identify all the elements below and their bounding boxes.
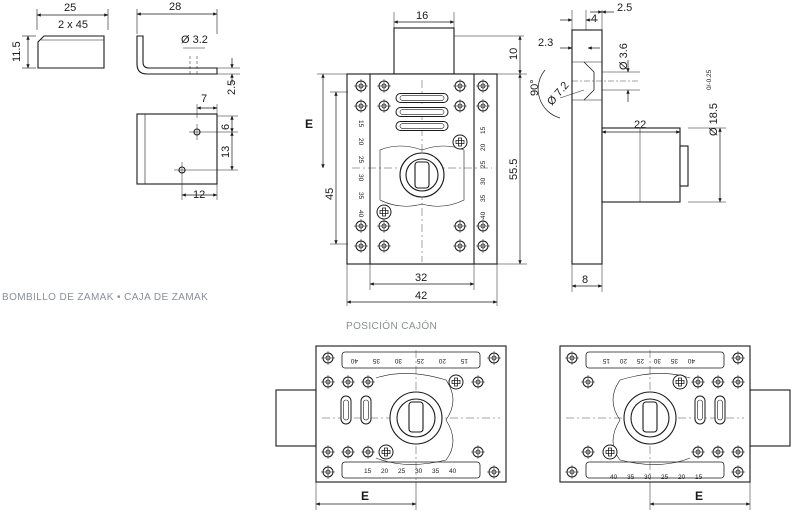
scale-mark: 15 xyxy=(357,120,364,128)
scale-mark: 25 xyxy=(636,357,644,364)
front-scale-left: 15 20 25 30 35 40 xyxy=(357,120,364,218)
scale-mark: 35 xyxy=(670,357,678,364)
drawer-lock-left xyxy=(275,345,507,510)
scale-mark: 15 xyxy=(460,357,468,364)
scale-mark: 40 xyxy=(449,468,457,475)
side-angle-label: 90° xyxy=(529,79,541,96)
scale-mark: 20 xyxy=(480,143,487,151)
bracket-hole-spacing-label: 13 xyxy=(220,146,232,158)
front-backset-height-label: 45 xyxy=(324,188,336,200)
drawer-left-scale-top: 40 35 30 25 20 15 xyxy=(350,357,468,364)
lock-side-view xyxy=(537,10,726,292)
scale-mark: 30 xyxy=(394,357,402,364)
side-tolerance-label: 0/-0.25 xyxy=(706,69,713,90)
scale-mark: 30 xyxy=(644,474,652,481)
front-backset-label: E xyxy=(305,117,313,131)
scale-mark: 35 xyxy=(372,357,380,364)
side-countersink-label: Ø 7.2 xyxy=(545,80,571,108)
front-total-width-label: 42 xyxy=(415,290,427,302)
scale-mark: 25 xyxy=(357,156,364,164)
scale-mark: 30 xyxy=(357,174,364,182)
drawer-right-backset-label: E xyxy=(695,489,703,503)
scale-mark: 35 xyxy=(432,468,440,475)
side-projection-label: 22 xyxy=(634,119,646,131)
scale-mark: 35 xyxy=(627,474,635,481)
scale-mark: 40 xyxy=(357,210,364,218)
scale-mark: 15 xyxy=(364,468,372,475)
drawer-left-backset-label: E xyxy=(361,489,369,503)
corner-width-label: 25 xyxy=(64,2,76,14)
cylinder-projection-label: 10 xyxy=(508,48,520,60)
scale-mark: 35 xyxy=(357,192,364,200)
front-scale-right: 15 20 25 30 35 40 xyxy=(480,126,487,219)
scale-mark: 40 xyxy=(480,211,487,219)
cylinder-width-label: 16 xyxy=(416,10,428,22)
corner-piece xyxy=(22,9,109,69)
drawer-left-scale-bottom: 15 20 25 30 35 40 xyxy=(364,468,457,475)
side-dim-4-label: 4 xyxy=(591,13,597,25)
side-hole-diameter-label: Ø 3.6 xyxy=(618,43,630,70)
side-dim-2-5-label: 2.5 xyxy=(617,2,632,14)
front-screw-spacing-label: 32 xyxy=(415,272,427,284)
front-total-height-label: 55.5 xyxy=(508,159,520,180)
scale-mark: 15 xyxy=(480,126,487,134)
scale-mark: 40 xyxy=(610,474,618,481)
corner-height-label: 11.5 xyxy=(11,41,23,62)
drawer-position-caption: POSICIÓN CAJÓN xyxy=(346,319,437,332)
scale-mark: 15 xyxy=(602,357,610,364)
scale-mark: 30 xyxy=(480,177,487,185)
scale-mark: 40 xyxy=(687,357,695,364)
side-cylinder-diameter-label: Ø 18.5 xyxy=(708,103,720,136)
scale-mark: 30 xyxy=(653,357,661,364)
scale-mark: 40 xyxy=(350,357,358,364)
bracket-thickness-label: 2.5 xyxy=(226,80,238,95)
corner-chamfer-label: 2 x 45 xyxy=(58,19,88,31)
scale-mark: 30 xyxy=(415,468,423,475)
scale-mark: 15 xyxy=(695,474,703,481)
drawer-right-scale-top: 15 20 25 30 35 40 xyxy=(602,357,695,364)
side-plate-thickness-label: 8 xyxy=(582,274,588,286)
bracket-front-view xyxy=(136,104,238,200)
scale-mark: 20 xyxy=(619,357,627,364)
bracket-width-label: 12 xyxy=(193,189,205,201)
scale-mark: 25 xyxy=(661,474,669,481)
drawer-lock-right xyxy=(559,345,791,510)
scale-mark: 25 xyxy=(416,357,424,364)
scale-mark: 25 xyxy=(480,160,487,168)
lock-front-view xyxy=(317,12,527,306)
scale-mark: 35 xyxy=(480,194,487,202)
drawer-right-scale-bottom: 40 35 30 25 20 15 xyxy=(610,474,703,481)
scale-mark: 20 xyxy=(438,357,446,364)
scale-mark: 25 xyxy=(398,468,406,475)
scale-mark: 20 xyxy=(357,138,364,146)
material-caption: BOMBILLO DE ZAMAK • CAJA DE ZAMAK xyxy=(2,292,208,303)
bracket-hole-diameter-label: Ø 3.2 xyxy=(181,34,208,46)
bracket-offset-y-label: 6 xyxy=(220,124,232,130)
scale-mark: 20 xyxy=(381,468,389,475)
side-dim-2-3-label: 2.3 xyxy=(538,37,553,49)
bracket-length-label: 28 xyxy=(169,1,181,13)
bracket-offset-x-label: 7 xyxy=(201,93,207,105)
bracket-side-view xyxy=(136,9,240,84)
scale-mark: 20 xyxy=(678,474,686,481)
